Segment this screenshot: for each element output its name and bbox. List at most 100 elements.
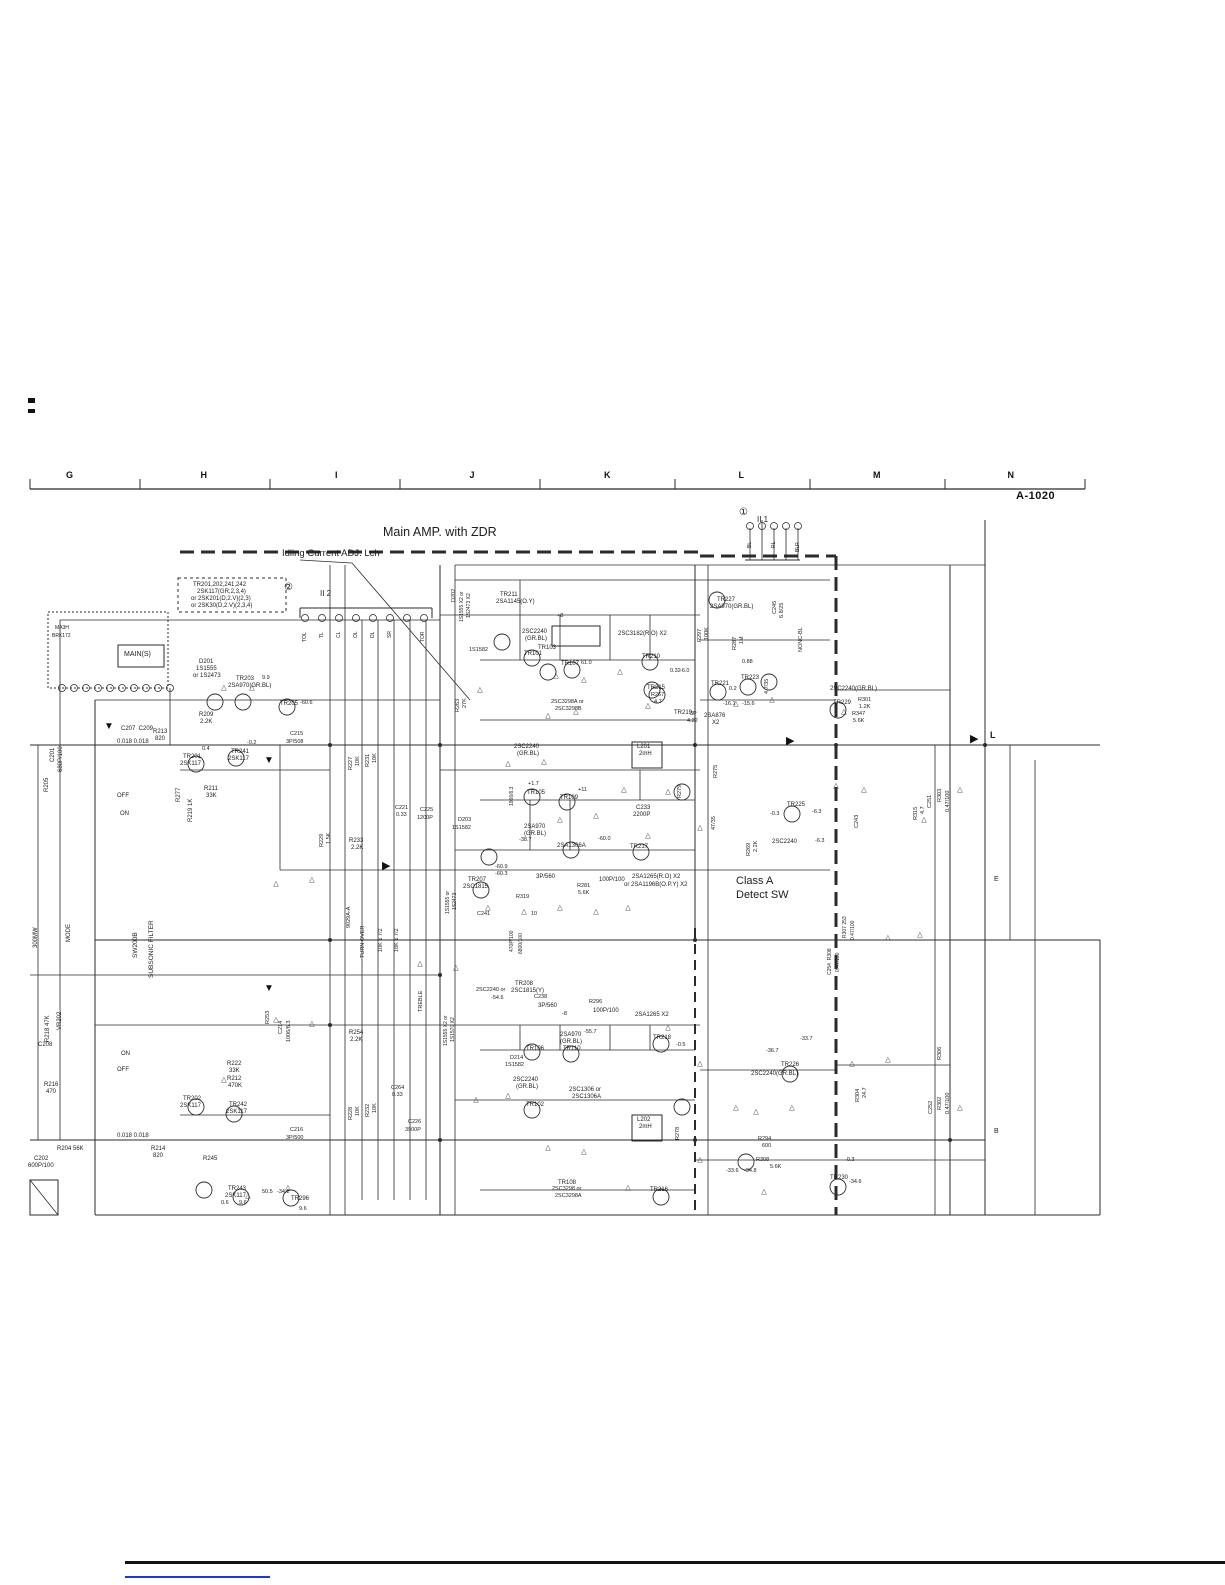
- schematic-label: 10K: [355, 1106, 361, 1116]
- schematic-label: II 1: [757, 515, 769, 524]
- warning-triangle-icon: △: [625, 1184, 631, 1192]
- schematic-label: TR106: [526, 1046, 545, 1052]
- warning-triangle-icon: △: [541, 758, 547, 766]
- schematic-label: 2SC3298A: [555, 1193, 582, 1199]
- schematic-label: 2SK117: [180, 1103, 201, 1109]
- warning-triangle-icon: △: [697, 1060, 703, 1068]
- warning-triangle-icon: △: [249, 684, 255, 692]
- schematic-label: 2mH: [639, 751, 652, 757]
- label-main-connector: MAIN(S): [124, 651, 151, 658]
- schematic-label: 1S1555 or: [445, 890, 451, 914]
- schematic-label: or 1S2473: [193, 673, 221, 679]
- schematic-label: R294: [758, 1136, 772, 1142]
- schematic-label: 0.47/100: [835, 952, 841, 972]
- schematic-label: TR210: [642, 654, 661, 660]
- schematic-label: 3P/508: [286, 739, 304, 745]
- warning-triangle-icon: △: [477, 686, 483, 694]
- warning-triangle-icon: △: [581, 1148, 587, 1156]
- warning-triangle-icon: △: [505, 760, 511, 768]
- schematic-label: TR216: [650, 1187, 669, 1193]
- schematic-label: 2SC2240(GR.BL): [751, 1071, 799, 1077]
- schematic-label: TREBLE: [418, 990, 424, 1012]
- schematic-label: 2SA970: [524, 824, 546, 830]
- schematic-label: C216: [290, 1127, 304, 1133]
- schematic-label: 3P/560: [538, 1003, 558, 1009]
- schematic-label: -0.3: [770, 811, 780, 817]
- schematic-label: 1200P: [417, 815, 433, 821]
- schematic-label: L201: [637, 744, 651, 750]
- warning-triangle-icon: △: [733, 700, 739, 708]
- schematic-label: BRK172: [52, 633, 71, 639]
- warning-triangle-icon: △: [921, 816, 927, 824]
- schematic-label: C214: [278, 1020, 284, 1034]
- schematic-label: L: [990, 730, 996, 740]
- schematic-label: C254 R308: [827, 948, 833, 975]
- schematic-label: BL: [747, 541, 753, 548]
- schematic-label: MODE: [66, 924, 72, 942]
- schematic-label: R222: [227, 1061, 242, 1067]
- warning-triangle-icon: △: [453, 964, 459, 972]
- schematic-label: 3900P: [405, 1127, 421, 1133]
- schematic-label: TR217: [630, 844, 649, 850]
- schematic-label: E: [994, 876, 999, 883]
- schematic-label: 2SA876: [704, 713, 726, 719]
- schematic-label: R219 1K: [188, 798, 194, 822]
- schematic-label: 470: [46, 1089, 57, 1095]
- warning-triangle-icon: △: [697, 824, 703, 832]
- schematic-label: D201: [199, 659, 214, 665]
- schematic-label: 2SC1815(Y): [511, 988, 545, 994]
- schematic-label: -0.5: [676, 1042, 686, 1048]
- warning-triangle-icon: △: [309, 1020, 315, 1028]
- schematic-label: -34.6: [849, 1179, 862, 1185]
- schematic-label: TR201,202,241,242: [193, 582, 247, 588]
- schematic-label: C241: [477, 911, 491, 917]
- schematic-label: C201: [50, 747, 56, 762]
- schematic-label: BLR: [795, 542, 801, 552]
- warning-triangle-icon: △: [593, 908, 599, 916]
- schematic-label: II 2: [320, 589, 332, 598]
- schematic-label: TR221: [711, 681, 730, 687]
- schematic-label: -34.8: [744, 1168, 757, 1174]
- warning-triangle-icon: △: [733, 1104, 739, 1112]
- schematic-label: TOR: [420, 631, 426, 642]
- schematic-label: 4.7: [920, 806, 926, 814]
- schematic-label: 1S1582: [469, 647, 488, 653]
- schematic-label: R306: [937, 1046, 943, 1060]
- schematic-label: C238: [534, 994, 548, 1000]
- schematic-label: -15.6: [742, 701, 755, 707]
- schematic-label: TR201: [183, 754, 202, 760]
- schematic-label: C226: [408, 1119, 422, 1125]
- schematic-label: VR202: [57, 1011, 63, 1030]
- schematic-label: OFF: [117, 793, 129, 799]
- schematic-label: R267: [651, 692, 665, 698]
- flow-arrow-icon: ▶: [382, 860, 391, 872]
- scan-blue-line-artifact: [125, 1576, 270, 1578]
- title-idling-current-adj: Idling Current ADJ. Lch: [282, 548, 380, 559]
- schematic-label: 2SK117(GR,2,3,4): [197, 589, 246, 595]
- schematic-label: 0.018 0.018: [117, 1133, 149, 1139]
- schematic-label: C225: [420, 807, 434, 813]
- schematic-label: 61.0: [581, 660, 592, 666]
- schematic-label: 0.47/100: [945, 1092, 951, 1114]
- warning-triangle-icon: △: [553, 672, 559, 680]
- schematic-label: or 2SA1196B(O.P.Y) X2: [624, 882, 688, 888]
- schematic-label: 820: [153, 1153, 164, 1159]
- schematic-label: SW200B: [132, 932, 139, 958]
- schematic-label: R303: [937, 788, 943, 802]
- schematic-label: TR107: [561, 661, 580, 667]
- schematic-label: SR: [387, 631, 393, 638]
- schematic-label: 2SC2240: [514, 744, 540, 750]
- schematic-label: 2SA970: [560, 1032, 582, 1038]
- schematic-label: TR229: [833, 700, 852, 706]
- schematic-label: 9.9: [262, 675, 270, 681]
- schematic-label: 2SK117: [228, 756, 249, 762]
- schematic-label: 600: [762, 1143, 772, 1149]
- schematic-label: R211: [204, 786, 218, 792]
- schematic-label: 470K: [228, 1083, 243, 1089]
- schematic-label: B: [994, 1128, 999, 1135]
- schematic-label: 2SC1306 or: [569, 1087, 602, 1093]
- schematic-label: 1.5K: [326, 832, 332, 844]
- grid-column-label: N: [1007, 470, 1015, 480]
- schematic-label: R319: [516, 894, 530, 900]
